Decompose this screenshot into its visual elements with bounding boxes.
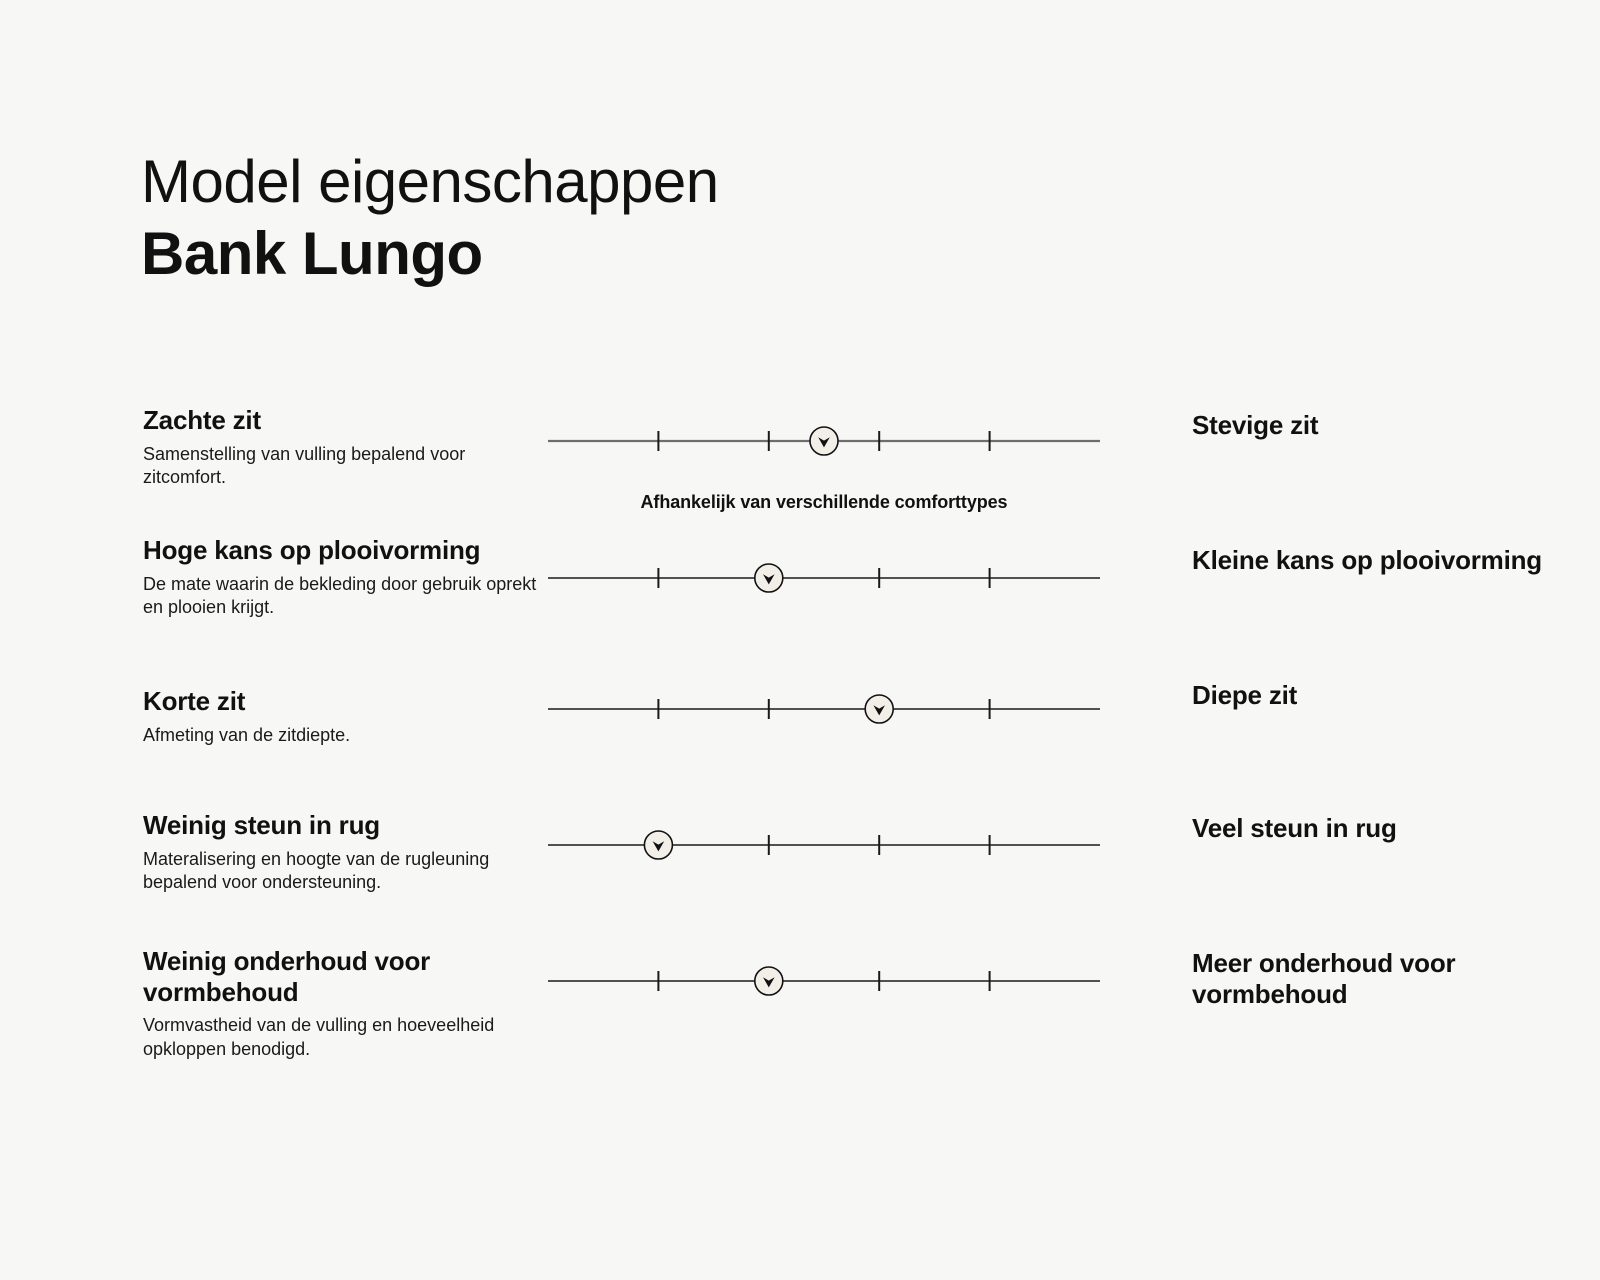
scale-marker[interactable]	[643, 830, 674, 860]
attribute-right-label: Meer onderhoud voor vormbehoud	[1192, 948, 1456, 1009]
page-title-primary: Model eigenschappen	[141, 148, 719, 215]
attribute-description: De mate waarin de bekleding door gebruik…	[143, 573, 537, 618]
attribute-right-label: Diepe zit	[1192, 680, 1298, 710]
attribute-left-column: Korte zit Afmeting van de zitdiepte.	[143, 686, 543, 747]
attribute-description: Materalisering en hoogte van de rugleuni…	[143, 848, 490, 893]
attribute-right-label: Kleine kans op plooivorming	[1192, 545, 1542, 575]
page-header: Model eigenschappen Bank Lungo	[141, 150, 1041, 285]
attribute-description: Vormvastheid van de vulling en hoeveelhe…	[143, 1015, 495, 1059]
attribute-left-label: Zachte zit	[143, 405, 261, 435]
scale-marker[interactable]	[864, 694, 895, 724]
attribute-right-column: Kleine kans op plooivorming	[1192, 545, 1572, 576]
attribute-description: Afmeting van de zitdiepte.	[143, 724, 351, 745]
attribute-right-column: Diepe zit	[1192, 680, 1572, 711]
chevron-down-icon	[873, 705, 885, 716]
attribute-left-column: Weinig steun in rug Materalisering en ho…	[143, 810, 543, 894]
attribute-left-label: Hoge kans op plooivorming	[143, 535, 481, 565]
attribute-left-label: Weinig steun in rug	[143, 810, 380, 840]
scale-marker[interactable]	[754, 966, 784, 996]
scale-marker[interactable]	[809, 426, 839, 456]
attribute-scale-track[interactable]	[548, 959, 1100, 1003]
scale-marker[interactable]	[754, 563, 784, 593]
attribute-left-label: Weinig onderhoud voor vormbehoud	[143, 946, 431, 1007]
attribute-right-column: Veel steun in rug	[1192, 813, 1572, 844]
attribute-left-column: Zachte zit Samenstelling van vulling bep…	[143, 405, 543, 489]
attribute-scale-track[interactable]	[548, 687, 1100, 731]
attribute-right-column: Meer onderhoud voor vormbehoud	[1192, 948, 1572, 1009]
attribute-description: Samenstelling van vulling bepalend voor …	[143, 443, 466, 488]
attribute-right-label: Stevige zit	[1192, 410, 1319, 440]
attribute-scale-track[interactable]	[548, 419, 1100, 463]
chevron-down-icon	[818, 437, 830, 448]
scale-note: Afhankelijk van verschillende comforttyp…	[640, 492, 1008, 512]
page-title-secondary: Bank Lungo	[141, 219, 483, 287]
attribute-right-label: Veel steun in rug	[1192, 813, 1397, 843]
attribute-scale-track[interactable]	[548, 556, 1100, 600]
chevron-down-icon	[652, 841, 665, 852]
attribute-left-label: Korte zit	[143, 686, 246, 716]
chevron-down-icon	[763, 574, 775, 585]
attribute-right-column: Stevige zit	[1192, 410, 1572, 441]
attribute-left-column: Weinig onderhoud voor vormbehoud Vormvas…	[143, 946, 543, 1061]
attribute-scale-track[interactable]	[548, 823, 1100, 867]
chevron-down-icon	[763, 977, 775, 988]
attribute-left-column: Hoge kans op plooivorming De mate waarin…	[143, 535, 543, 619]
